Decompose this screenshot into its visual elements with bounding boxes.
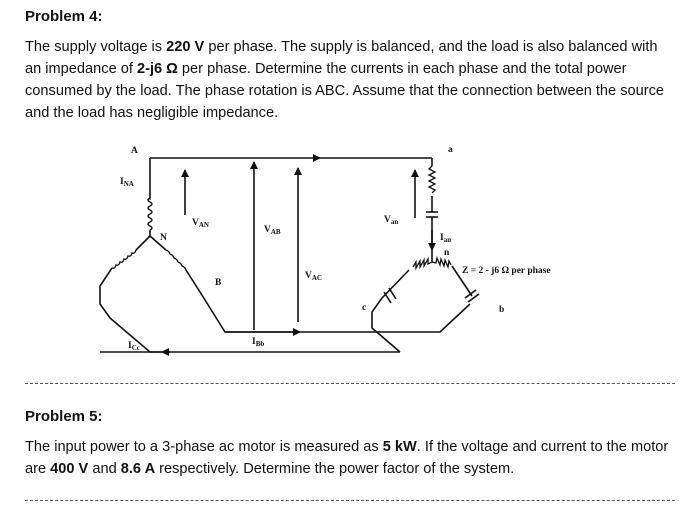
label-a: A <box>131 146 138 156</box>
input-power-value: 5 kW <box>382 439 417 455</box>
label-load-a: a <box>448 145 453 155</box>
label-van-load: Van <box>384 215 398 226</box>
supply-voltage-value: 220 V <box>166 39 205 55</box>
label-impedance: Z = 2 - j6 Ω per phase <box>462 266 551 276</box>
phase-a-coil <box>147 197 153 231</box>
label-n: N <box>160 233 167 243</box>
phase-c-coil <box>111 249 137 269</box>
load-a-resistor <box>427 165 437 194</box>
load-c-lead <box>381 269 410 299</box>
impedance-value: 2-j6 Ω <box>136 61 178 77</box>
problem-4-text-part2: per phase. The supply is balanced, and t… <box>25 39 658 77</box>
problem-4-title: Problem 4: <box>25 8 103 25</box>
motor-voltage-value: 400 V <box>50 461 89 477</box>
line-c-source <box>99 267 170 353</box>
label-ina: INA <box>120 177 134 188</box>
label-b: B <box>215 278 222 288</box>
label-vac: VAC <box>305 271 322 282</box>
line-b <box>300 303 471 333</box>
problem-5-text-part2: . If the voltage and current to the moto… <box>25 439 669 477</box>
problem-5-title: Problem 5: <box>25 408 103 425</box>
label-vab: VAB <box>264 225 281 236</box>
line-b-source <box>185 269 300 333</box>
phase-b-coil <box>165 249 187 271</box>
load-b-cap2 <box>467 293 480 303</box>
load-c-to-line <box>371 297 401 353</box>
problem-5-text: The input power to a 3-phase ac motor is… <box>25 436 675 480</box>
load-b-lead <box>451 265 473 297</box>
separator-2 <box>25 500 675 501</box>
problem-4-text: The supply voltage is 220 V per phase. T… <box>25 36 675 124</box>
load-c-cap1 <box>388 287 397 300</box>
load-b-cap1 <box>464 289 477 299</box>
problem-5-text-part4: respectively. Determine the power factor… <box>155 461 515 477</box>
label-van: VAN <box>192 218 209 229</box>
problem-4-text-part1: The supply voltage is <box>25 39 167 55</box>
neutral-to-b-coil <box>149 235 167 251</box>
load-c-cap2 <box>383 291 392 304</box>
load-c-resistor <box>412 256 433 271</box>
problem-4-text-part3: per phase. Determine the currents in eac… <box>25 61 665 121</box>
problem-5-text-part3: and <box>88 461 121 477</box>
label-ian: Ian <box>440 233 451 244</box>
label-load-n: n <box>444 248 450 258</box>
label-load-c: c <box>362 303 366 313</box>
label-load-b: b <box>499 305 504 315</box>
neutral-to-c-coil <box>135 235 151 251</box>
label-ibb: IBb <box>252 337 264 348</box>
motor-current-value: 8.6 A <box>120 461 156 477</box>
label-icc: ICc <box>128 341 140 352</box>
problem-5-text-part1: The input power to a 3-phase ac motor is… <box>25 439 383 455</box>
separator-1 <box>25 383 675 384</box>
load-b-resistor <box>431 255 452 270</box>
